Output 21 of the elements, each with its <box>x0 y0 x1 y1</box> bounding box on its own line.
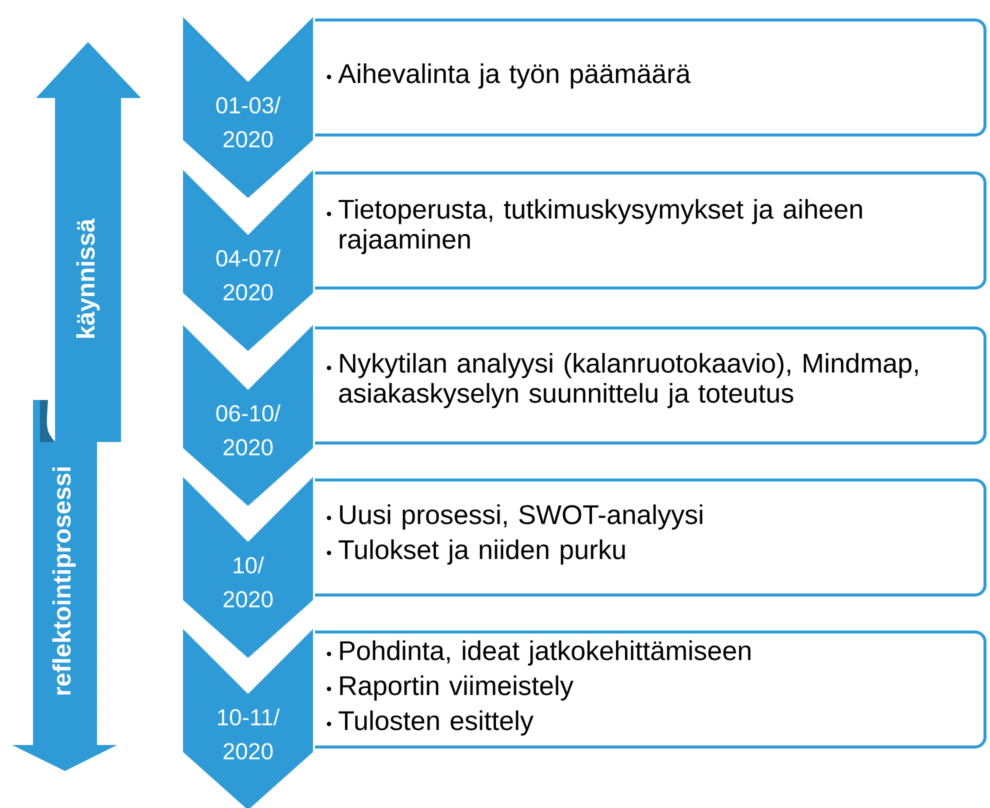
text-box <box>315 478 986 596</box>
bullet-item: Aihevalinta ja työn päämäärä <box>326 63 691 89</box>
arrow-label: reflektointiprosessi <box>52 467 76 695</box>
text-box <box>315 18 986 136</box>
date-banner: 10/ 2020 <box>183 476 313 658</box>
bullet-item: Raportin viimeistely <box>326 675 574 701</box>
bullet-item: Pohdinta, ideat jatkokehittämiseen <box>326 640 750 666</box>
date-banner: 10-11/ 2020 <box>183 628 313 808</box>
date-banner: 04-07/ 2020 <box>183 170 313 351</box>
date-banner: 01-03/ 2020 <box>183 17 313 198</box>
bullet-item: Tulosten esittely <box>326 710 534 736</box>
double-arrow <box>12 42 141 771</box>
bullet-item: Tulokset ja niiden purku <box>326 539 625 565</box>
text-box <box>315 326 986 444</box>
bullet-item: Nykytilan analyysi (kalanruotokaavio), Mindmap, asiakaskyselyn suunnittelu ja toteutus <box>326 352 918 408</box>
text-box <box>315 171 986 290</box>
text-box <box>315 630 986 748</box>
arrow-label: käynnissä <box>76 218 100 338</box>
date-banner: 06-10/ 2020 <box>183 324 313 506</box>
bullet-item: Uusi prosessi, SWOT-analyysi <box>326 504 702 530</box>
bullet-item: Tietoperusta, tutkimuskysymykset ja aiheen rajaaminen <box>326 198 862 254</box>
